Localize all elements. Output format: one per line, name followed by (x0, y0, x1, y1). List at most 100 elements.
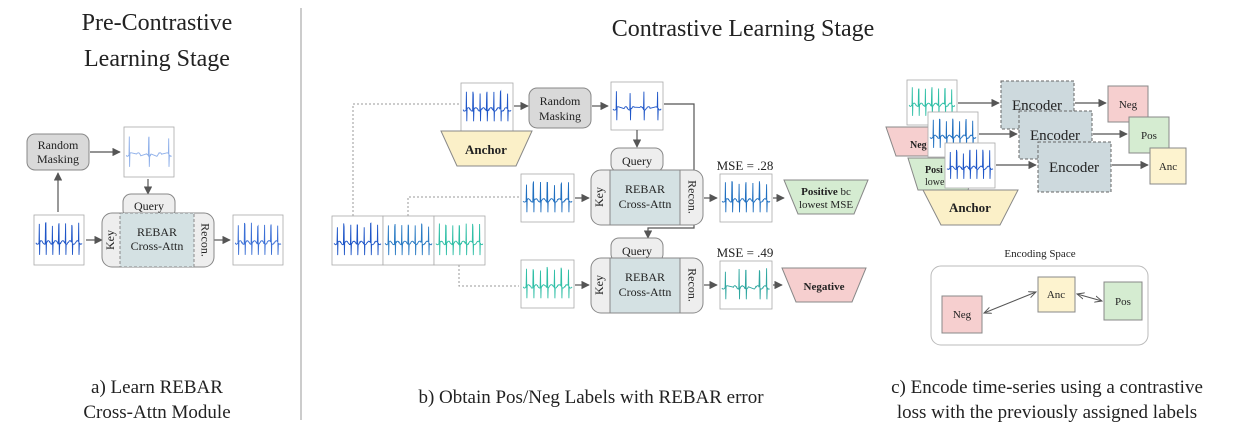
waveform (35, 222, 83, 255)
waveform (125, 136, 172, 167)
positive-label-bold: Positive (801, 186, 838, 198)
space-anc-box (1037, 276, 1076, 313)
pos-trapezoid-peek-line1: Posi (925, 165, 943, 176)
random-masking-b-line1: Random (540, 94, 581, 108)
reconstruction-output-2 (719, 260, 773, 310)
encoder-box-3 (1037, 141, 1112, 193)
waveform (333, 222, 382, 256)
space-anc-label: Anc (1047, 289, 1065, 301)
sequence-segment-3 (433, 215, 486, 266)
panel-b-title: Contrastive Learning Stage (612, 16, 875, 42)
space-pos-box (1103, 281, 1143, 321)
waveform (522, 181, 573, 213)
module-label-line1: REBAR (137, 225, 177, 239)
reconstruction-output-1 (719, 173, 773, 223)
positive-trapezoid (783, 179, 869, 215)
module-b2-line1: REBAR (625, 270, 665, 284)
signal-frame (610, 81, 664, 131)
recon-label-b1: Recon. (685, 180, 699, 214)
recon-label-b2: Recon. (685, 268, 699, 302)
module-b2-line2: Cross-Attn (619, 285, 672, 299)
negative-trapezoid (781, 267, 867, 303)
query-label-b1: Query (622, 154, 652, 168)
encoder-label-3: Encoder (1049, 160, 1099, 176)
positive-candidate-signal (520, 173, 575, 223)
dotted-link-to-positive (407, 196, 519, 216)
anc-output-label: Anc (1159, 161, 1177, 173)
random-masking-label-line2: Masking (37, 152, 79, 166)
positive-label-line2: lowest MSE (799, 199, 853, 211)
pos-output-label: Pos (1141, 130, 1157, 142)
negative-label: Negative (804, 281, 845, 293)
panel-b-caption: b) Obtain Pos/Neg Labels with REBAR erro… (418, 387, 764, 408)
panel-a-title-line1: Pre-Contrastive (82, 10, 233, 36)
waveform (435, 223, 484, 256)
sequence-segment-2 (382, 215, 435, 266)
anc-output-box (1149, 147, 1187, 185)
waveform (721, 268, 770, 300)
recon-label: Recon. (198, 223, 212, 257)
sequence-segment-1 (331, 215, 384, 266)
waveform (234, 222, 282, 255)
query-label: Query (134, 199, 164, 213)
panel-a-caption-line2: Cross-Attn Module (83, 402, 230, 423)
anchor-trapezoid (440, 130, 533, 167)
negative-candidate-signal (520, 259, 575, 309)
space-pos-label: Pos (1115, 296, 1131, 308)
key-label-b2: Key (592, 275, 606, 295)
panel-c-caption-line2: loss with the previously assigned labels (897, 402, 1197, 423)
waveform (612, 91, 662, 121)
masked-anchor-signal (610, 81, 664, 131)
waveform (462, 89, 512, 122)
panel-a: Pre-Contrastive Learning Stage Random Ma… (26, 10, 284, 423)
key-label-b1: Key (592, 187, 606, 207)
anchor-trapezoid-c (922, 189, 1019, 226)
random-masking-box (26, 133, 90, 171)
anchor-label: Anchor (465, 142, 507, 157)
random-masking-box-b (528, 87, 592, 129)
cross-attn-core-b1 (609, 169, 681, 226)
query-label-b2: Query (622, 244, 652, 258)
waveform (929, 118, 977, 148)
cross-attn-core-b2 (609, 257, 681, 314)
mse-top-label: MSE = .28 (717, 158, 774, 173)
encoder-label-2: Encoder (1030, 128, 1080, 144)
waveform (721, 181, 771, 213)
waveform (908, 87, 956, 116)
panel-a-title-line2: Learning Stage (84, 46, 230, 72)
pos-trapezoid-peek-line2: lowe (925, 177, 945, 188)
dotted-link-to-anchor (352, 103, 459, 216)
space-neg-label: Neg (953, 309, 972, 321)
anc-pos-attract-arrow (1077, 294, 1102, 301)
neg-output-label: Neg (1119, 99, 1138, 111)
arrow-masked-to-query2 (643, 103, 695, 239)
panel-b: Contrastive Learning Stage Anchor Random… (331, 16, 875, 408)
panel-c: Neg Posi lowe Anchor Encoder Neg Encoder… (885, 79, 1203, 423)
positive-label-rest: bc (838, 186, 851, 198)
neg-output-box (1107, 85, 1149, 123)
masked-signal (123, 126, 175, 178)
panel-c-signal-3 (944, 142, 996, 189)
waveform (522, 266, 573, 299)
anchor-signal (460, 82, 514, 132)
encoding-space-title: Encoding Space (1004, 248, 1075, 260)
pos-output-box (1128, 116, 1170, 154)
panel-c-caption-line1: c) Encode time-series using a contrastiv… (891, 377, 1203, 398)
space-neg-box (941, 295, 983, 334)
mse-bottom-label: MSE = .49 (717, 245, 774, 260)
input-signal (33, 214, 85, 266)
waveform (946, 149, 994, 179)
waveform (384, 223, 433, 256)
random-masking-label-line1: Random (38, 138, 79, 152)
reconstructed-signal (232, 214, 284, 266)
anchor-label-c: Anchor (949, 200, 991, 215)
module-b1-line1: REBAR (625, 182, 665, 196)
neg-trapezoid-peek-label: Neg (910, 140, 927, 151)
key-label: Key (103, 230, 117, 250)
dotted-link-to-negative (458, 265, 519, 287)
random-masking-b-line2: Masking (539, 109, 581, 123)
panel-a-caption-line1: a) Learn REBAR (91, 377, 223, 398)
encoder-label-1: Encoder (1012, 98, 1062, 114)
